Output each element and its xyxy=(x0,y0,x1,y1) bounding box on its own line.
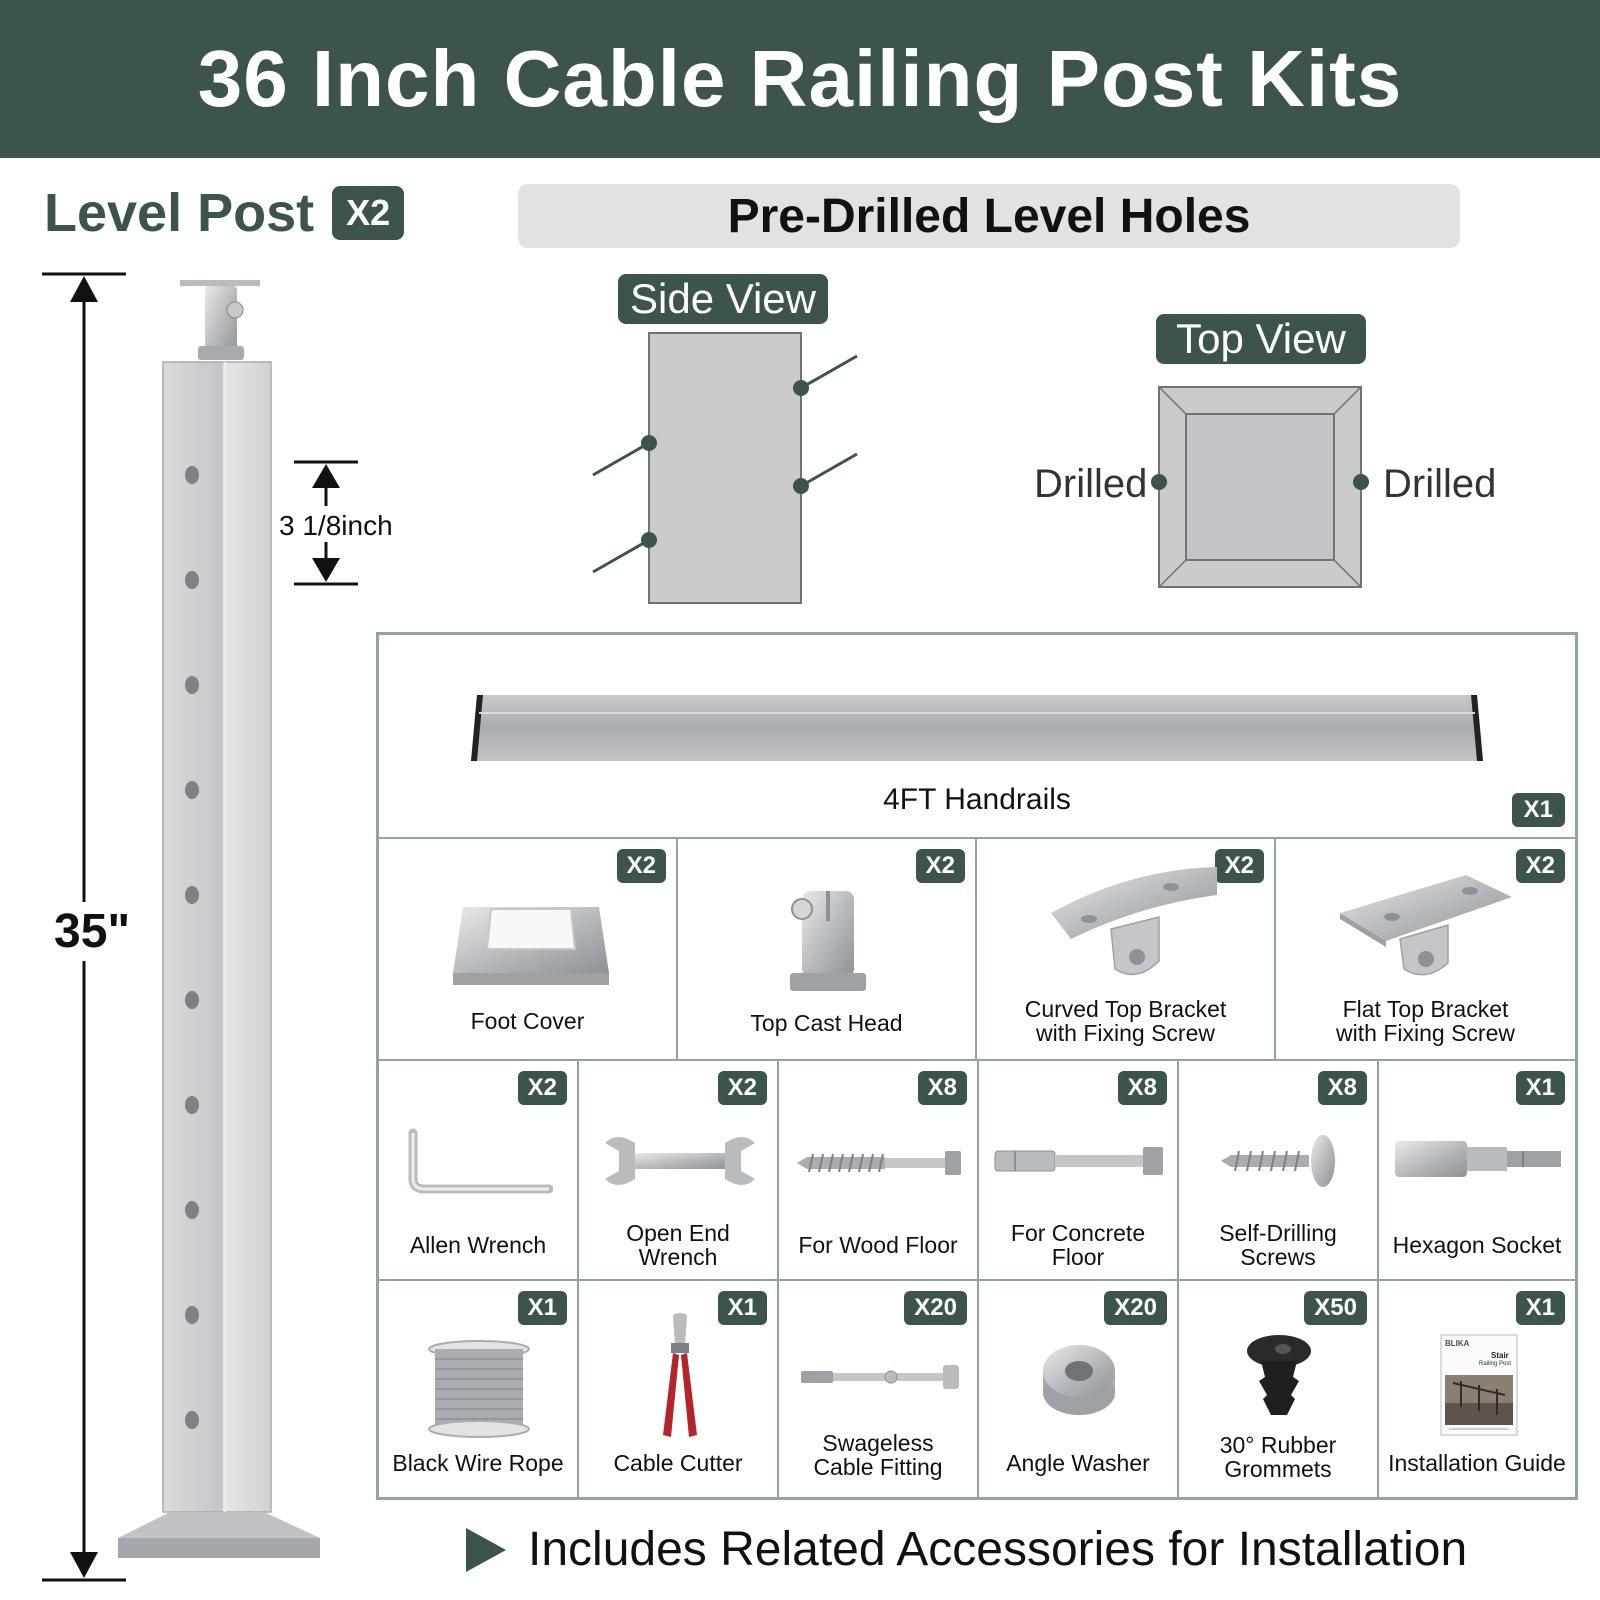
part-qty-badge: X1 xyxy=(717,1291,767,1325)
pre-drilled-title: Pre-Drilled Level Holes xyxy=(727,189,1251,243)
part-label: Black Wire Rope xyxy=(392,1450,564,1476)
pre-drilled-heading: Pre-Drilled Level Holes xyxy=(518,184,1460,248)
part-label-line2: Cable Fitting xyxy=(813,1454,943,1480)
side-view-label: Side View xyxy=(618,274,828,324)
part-cell-foot-cover: X2 Foot Cover xyxy=(379,839,678,1061)
part-cell-angle-washer: X20 Angle Washer xyxy=(979,1281,1179,1497)
part-label: Cable Cutter xyxy=(613,1450,743,1476)
part-label: 30° Rubber xyxy=(1219,1432,1337,1458)
part-label: Foot Cover xyxy=(470,1008,585,1034)
part-qty-badge: X8 xyxy=(1117,1071,1167,1105)
open-end-wrench-icon xyxy=(605,1137,755,1185)
curved-bracket-icon xyxy=(1051,867,1217,976)
post-height-label: 35" xyxy=(54,902,131,961)
top-view-diagram xyxy=(1151,386,1369,588)
part-cell-cable-cutter: X1 Cable Cutter xyxy=(579,1281,779,1497)
level-post-illustration xyxy=(42,272,358,1582)
part-qty-badge: X1 xyxy=(1515,1071,1565,1105)
part-cell-wood-floor-screw: X8 For Wood Floor xyxy=(779,1061,979,1281)
cable-cutter-icon xyxy=(663,1313,697,1437)
part-cell-flat-bracket: X2 Flat Top Bracket with Fixing Screw xyxy=(1276,839,1575,1061)
cable-fitting-icon xyxy=(801,1365,959,1389)
part-label: Hexagon Socket xyxy=(1392,1232,1562,1258)
part-cell-wire-rope: X1 Black Wire Rope xyxy=(379,1281,579,1497)
part-label: Curved Top Bracket xyxy=(1024,996,1227,1022)
part-qty-badge: X2 xyxy=(616,849,666,883)
play-arrow-icon xyxy=(466,1527,506,1572)
handrail-cell: 4FT Handrails X1 xyxy=(379,635,1575,839)
guide-title: Stair xyxy=(1491,1351,1509,1360)
part-cell-self-drilling-screws: X8 Self-Drilling Screws xyxy=(1179,1061,1379,1281)
part-label: Flat Top Bracket xyxy=(1342,996,1509,1022)
level-post-qty-badge: X2 xyxy=(332,186,405,240)
part-label-line2: with Fixing Screw xyxy=(1336,1020,1515,1046)
handrail-image xyxy=(471,695,1483,761)
handrail-caption: 4FT Handrails X1 xyxy=(379,783,1575,827)
part-label-line2: Wrench xyxy=(638,1244,718,1270)
part-cell-allen-wrench: X2 Allen Wrench xyxy=(379,1061,579,1281)
hole-spacing-label: 3 1/8inch xyxy=(279,510,393,541)
self-drilling-screw-icon xyxy=(1221,1135,1335,1187)
part-qty-badge: X2 xyxy=(717,1071,767,1105)
footer-text: Includes Related Accessories for Install… xyxy=(528,1523,1468,1576)
foot-cover-icon xyxy=(453,907,609,985)
allen-wrench-icon xyxy=(408,1128,553,1194)
angle-washer-icon xyxy=(1043,1345,1115,1415)
part-cell-top-cast-head: X2 Top Cast Head xyxy=(678,839,977,1061)
part-qty-badge: X8 xyxy=(917,1071,967,1105)
part-qty-badge: X2 xyxy=(1214,849,1264,883)
part-qty-badge: X2 xyxy=(1515,849,1565,883)
part-label-line2: Grommets xyxy=(1224,1456,1332,1482)
part-label: Self-Drilling xyxy=(1219,1220,1337,1246)
accessories-footer: Includes Related Accessories for Install… xyxy=(466,1522,1467,1577)
part-label: For Wood Floor xyxy=(798,1232,958,1258)
lag-screw-icon xyxy=(797,1151,961,1175)
part-label-line2: Screws xyxy=(1240,1244,1316,1270)
part-label: For Concrete xyxy=(1010,1220,1146,1246)
drilled-left-label: Drilled xyxy=(1034,462,1148,506)
part-qty-badge: X50 xyxy=(1304,1291,1367,1325)
title-banner: 36 Inch Cable Railing Post Kits xyxy=(0,0,1600,158)
part-cell-cable-fitting: X20 Swageless Cable Fitting xyxy=(779,1281,979,1497)
anchor-bolt-icon xyxy=(994,1147,1163,1175)
part-cell-concrete-anchor: X8 For Concrete Floor xyxy=(979,1061,1179,1281)
part-cell-installation-guide: X1 BLIKA Stair Railing Post Installation… xyxy=(1379,1281,1575,1497)
page-title: 36 Inch Cable Railing Post Kits xyxy=(197,34,1403,123)
level-post-label: Level Post xyxy=(44,183,315,243)
part-label: Open End xyxy=(626,1220,730,1246)
part-label: Swageless xyxy=(822,1430,934,1456)
part-cell-curved-bracket: X2 Curved Top Bracket with Fixing Screw xyxy=(977,839,1276,1061)
part-label: Allen Wrench xyxy=(409,1232,547,1258)
guide-subtitle: Railing Post xyxy=(1479,1361,1512,1367)
kit-contents-panel: 4FT Handrails X1 X2 Foot Cover X2 Top Ca… xyxy=(376,632,1578,1500)
top-view-label: Top View xyxy=(1156,314,1366,364)
part-label-line2: with Fixing Screw xyxy=(1036,1020,1215,1046)
handrail-qty-badge: X1 xyxy=(1511,793,1565,827)
part-qty-badge: X2 xyxy=(517,1071,567,1105)
handrail-label: 4FT Handrails xyxy=(883,783,1071,816)
guide-brand: BLIKA xyxy=(1445,1339,1470,1348)
hex-socket-icon xyxy=(1395,1141,1561,1177)
wire-rope-spool-icon xyxy=(428,1340,530,1438)
part-qty-badge: X8 xyxy=(1317,1071,1367,1105)
flat-bracket-icon xyxy=(1340,875,1512,976)
side-view-diagram xyxy=(592,332,858,604)
part-qty-badge: X2 xyxy=(915,849,965,883)
part-label: Angle Washer xyxy=(1006,1450,1150,1476)
part-qty-badge: X20 xyxy=(904,1291,967,1325)
top-cast-head-icon xyxy=(790,891,866,991)
part-label: Installation Guide xyxy=(1388,1450,1566,1476)
part-cell-open-end-wrench: X2 Open End Wrench xyxy=(579,1061,779,1281)
part-qty-badge: X1 xyxy=(517,1291,567,1325)
part-qty-badge: X20 xyxy=(1104,1291,1167,1325)
drilled-right-label: Drilled xyxy=(1383,462,1497,506)
part-qty-badge: X1 xyxy=(1515,1291,1565,1325)
rubber-grommet-icon xyxy=(1247,1335,1311,1415)
part-cell-rubber-grommets: X50 30° Rubber Grommets xyxy=(1179,1281,1379,1497)
part-label: Top Cast Head xyxy=(750,1010,903,1036)
level-post-heading: Level Post X2 xyxy=(44,182,405,244)
part-cell-hexagon-socket: X1 Hexagon Socket xyxy=(1379,1061,1575,1281)
part-label-line2: Floor xyxy=(1051,1244,1105,1270)
installation-guide-icon xyxy=(1440,1334,1518,1436)
